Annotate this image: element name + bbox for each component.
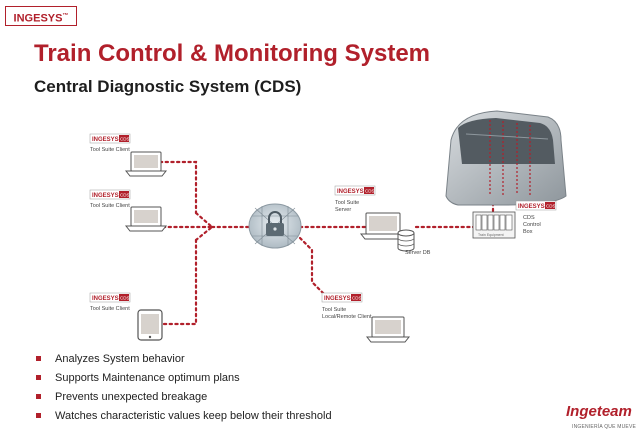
remote-badge-tag-text: CDS [352, 296, 362, 301]
feature-list: Analyzes System behavior Supports Mainte… [36, 350, 332, 426]
feature-item: Supports Maintenance optimum plans [36, 369, 332, 388]
feature-item: Watches characteristic values keep below… [36, 407, 332, 426]
feature-text: Analyzes System behavior [55, 353, 185, 365]
rack-label: Train Equipment [478, 233, 504, 237]
train-icon [445, 110, 567, 206]
box-badge-tag [545, 202, 555, 209]
link-client-3 [162, 238, 198, 326]
remote-label-line1: Tool Suite [322, 307, 346, 313]
bullet-square-icon [36, 374, 41, 380]
client-2-label: Tool Suite Client [90, 203, 130, 209]
remote-label-line2: Local/Remote Client [322, 314, 372, 320]
laptop-icon [124, 206, 168, 232]
tool-suite-server: INGESYS CDS Tool Suite Server Server DB [334, 185, 431, 256]
client-1: INGESYS CDS Tool Suite Client [89, 133, 168, 177]
box-label-line1: CDS [523, 215, 535, 221]
link-cloud-remote [298, 236, 328, 298]
server-label-line1: Tool Suite [335, 200, 359, 206]
box-badge-tag-text: CDS [546, 204, 556, 209]
client-2-badge [89, 189, 131, 200]
laptop-icon [359, 212, 407, 240]
box-label-line3: Box [523, 229, 533, 235]
lock-icon [266, 211, 284, 236]
tablet-icon [137, 309, 163, 341]
remote-badge-text: INGESYS [324, 296, 351, 302]
bullet-square-icon [36, 412, 41, 418]
server-badge-tag [364, 187, 374, 194]
server-db-label: Server DB [405, 250, 431, 256]
feature-item: Prevents unexpected breakage [36, 388, 332, 407]
laptop-icon [365, 316, 411, 343]
network-links [158, 160, 495, 326]
feature-text: Watches characteristic values keep below… [55, 410, 332, 422]
client-3-badge [89, 292, 131, 303]
box-badge-text: INGESYS [518, 204, 545, 210]
client-3: INGESYS CDS Tool Suite Client [89, 292, 163, 341]
database-icon [397, 229, 415, 252]
client-1-badge-tag [119, 135, 129, 142]
ingesys-logo: INGESYS™ [5, 6, 77, 26]
client-1-badge [89, 133, 131, 144]
link-hub-cloud [194, 211, 252, 242]
client-1-badge-tag-text: CDS [120, 137, 130, 142]
client-3-badge-text: INGESYS [92, 296, 119, 302]
server-badge [334, 185, 376, 196]
client-2-badge-text: INGESYS [92, 193, 119, 199]
bullet-square-icon [36, 355, 41, 361]
train-signal-lines [489, 120, 531, 195]
feature-text: Prevents unexpected breakage [55, 391, 208, 403]
client-2-badge-tag-text: CDS [120, 193, 130, 198]
remote-badge-tag [351, 294, 361, 301]
remote-badge [321, 292, 363, 303]
client-1-label: Tool Suite Client [90, 147, 130, 153]
link-client-1 [158, 160, 198, 215]
client-3-badge-tag [119, 294, 129, 301]
laptop-icon [124, 151, 168, 177]
tool-suite-remote-client: INGESYS CDS Tool Suite Local/Remote Clie… [321, 292, 411, 343]
box-badge [515, 200, 557, 211]
client-2-badge-tag [119, 191, 129, 198]
logo-trademark: ™ [62, 13, 69, 19]
logo-text: INGESYS [13, 12, 63, 25]
client-2: INGESYS CDS Tool Suite Client [89, 189, 168, 232]
client-3-badge-tag-text: CDS [120, 296, 130, 301]
secure-network-cloud [248, 203, 302, 249]
rack-modules [475, 214, 513, 231]
server-label-line2: Server [335, 207, 351, 213]
page-title: Train Control & Monitoring System [34, 40, 431, 67]
ingeteam-tagline: INGENIERÍA QUE MUEVE [572, 424, 637, 430]
onboard-cds-box: Train Equipment INGESYS CDS CDS Control … [472, 200, 557, 239]
client-3-label: Tool Suite Client [90, 306, 130, 312]
feature-item: Analyzes System behavior [36, 350, 332, 369]
server-badge-tag-text: CDS [365, 189, 375, 194]
client-1-badge-text: INGESYS [92, 137, 119, 143]
page-subtitle: Central Diagnostic System (CDS) [34, 77, 302, 96]
ingeteam-logo: Ingeteam [566, 403, 632, 420]
bullet-square-icon [36, 393, 41, 399]
server-badge-text: INGESYS [337, 189, 364, 195]
feature-text: Supports Maintenance optimum plans [55, 372, 240, 384]
box-label-line2: Control [523, 222, 541, 228]
